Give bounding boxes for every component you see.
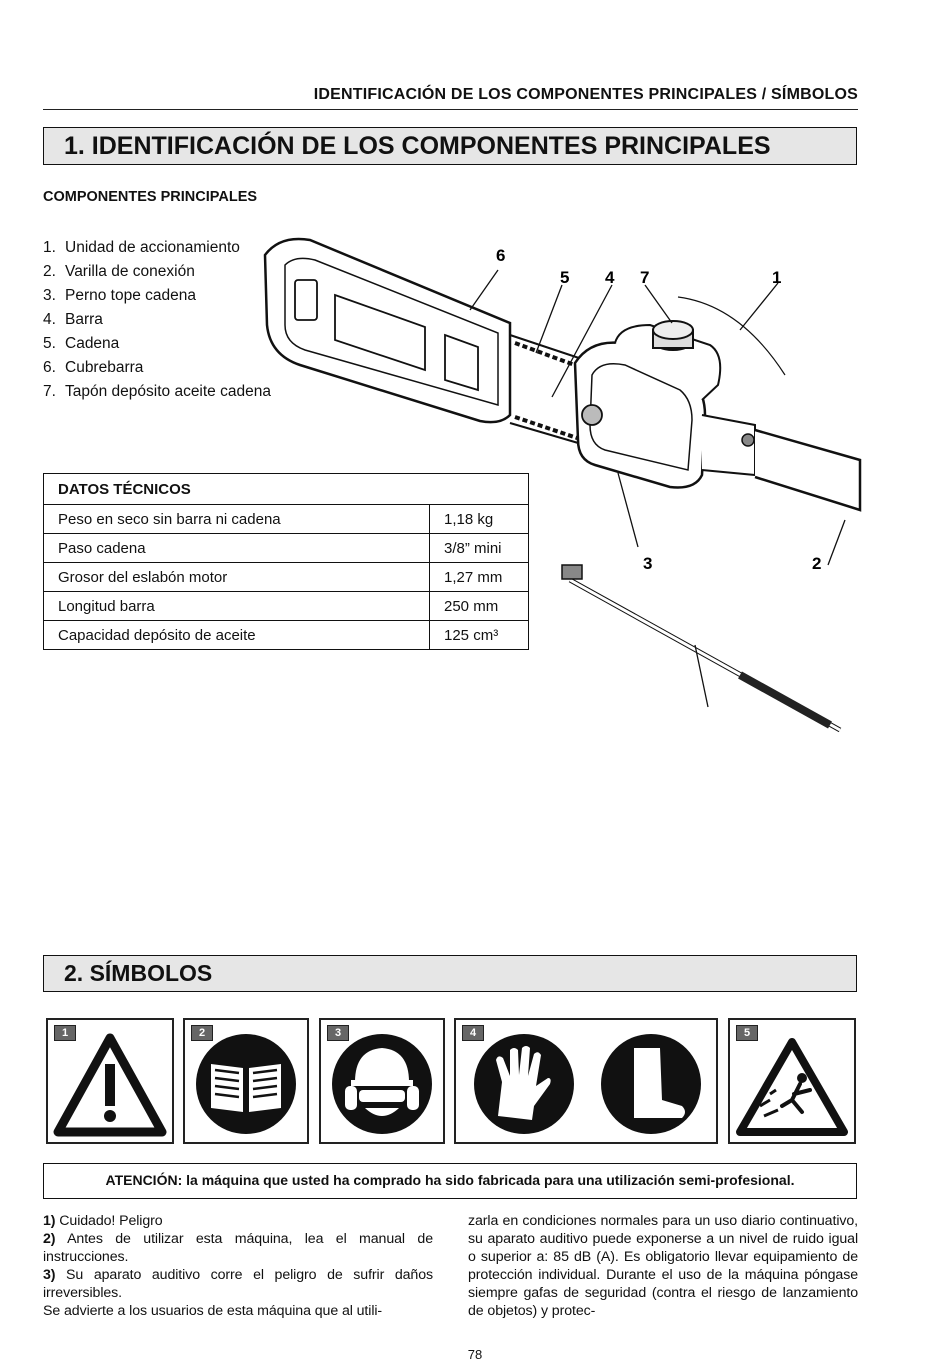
symbol-4: 4 [454,1018,718,1144]
paragraph: 1) Cuidado! Peligro [43,1213,163,1229]
header-rule [43,109,858,110]
text-column-left: 1) Cuidado! Peligro 2) Antes de utilizar… [43,1212,433,1320]
gloves-icon [474,1034,574,1134]
paragraph: Se advierte a los usuarios de esta máqui… [43,1303,383,1319]
warning-exclamation-icon [53,1033,167,1137]
helmet-goggles-earmuffs-icon [332,1034,432,1134]
diagram-label: 7 [640,268,649,287]
diagram-label: 2 [812,554,821,573]
paragraph: 3) Su aparato auditivo corre el peligro … [43,1267,433,1301]
symbol-3: 3 [319,1018,445,1144]
components-list: 1.Unidad de accionamiento 2.Varilla de c… [43,236,271,404]
components-subheading: COMPONENTES PRINCIPALES [43,189,258,205]
diagram-label: 6 [496,246,505,265]
pole-saw-illustration: 6 5 4 7 1 3 2 [263,237,862,733]
section-2-title: 2. SÍMBOLOS [43,955,857,992]
diagram-label: 1 [772,268,781,287]
read-manual-icon [196,1034,296,1134]
paragraph: zarla en condiciones normales para un us… [468,1213,858,1319]
symbols-row: 1 2 3 4 [46,1018,856,1144]
chain-stop-bolt [581,404,603,426]
chain [514,341,581,441]
list-item: 5.Cadena [43,335,120,352]
list-item: 7.Tapón depósito aceite cadena [43,383,271,400]
symbol-2: 2 [183,1018,309,1144]
diagram-label: 4 [605,268,615,287]
diagram-label: 3 [643,554,652,573]
falling-objects-warning-icon [736,1038,848,1136]
list-item: 6.Cubrebarra [43,359,144,376]
boots-icon [601,1034,701,1134]
running-header: IDENTIFICACIÓN DE LOS COMPONENTES PRINCI… [313,86,858,103]
connecting-shaft [754,428,862,512]
list-item: 4.Barra [43,311,103,328]
text-column-right: zarla en condiciones normales para un us… [468,1212,858,1320]
symbol-1: 1 [46,1018,174,1144]
diagram-label: 5 [560,268,569,287]
section-1-title: 1. IDENTIFICACIÓN DE LOS COMPONENTES PRI… [43,127,857,165]
attention-note: ATENCIÓN: la máquina que usted ha compra… [43,1163,857,1199]
list-item: 1.Unidad de accionamiento [43,239,240,256]
list-item: 2.Varilla de conexión [43,263,195,280]
list-item: 3.Perno tope cadena [43,287,196,304]
gloves-boots-icons [474,1034,701,1134]
symbol-5: 5 [728,1018,856,1144]
paragraph: 2) Antes de utilizar esta máquina, lea e… [43,1231,433,1265]
page-number: 78 [467,1347,483,1362]
table-heading: DATOS TÉCNICOS [43,473,529,505]
bar-cover [263,237,512,424]
technical-data-table: DATOS TÉCNICOS Peso en seco sin barra ni… [43,473,529,650]
